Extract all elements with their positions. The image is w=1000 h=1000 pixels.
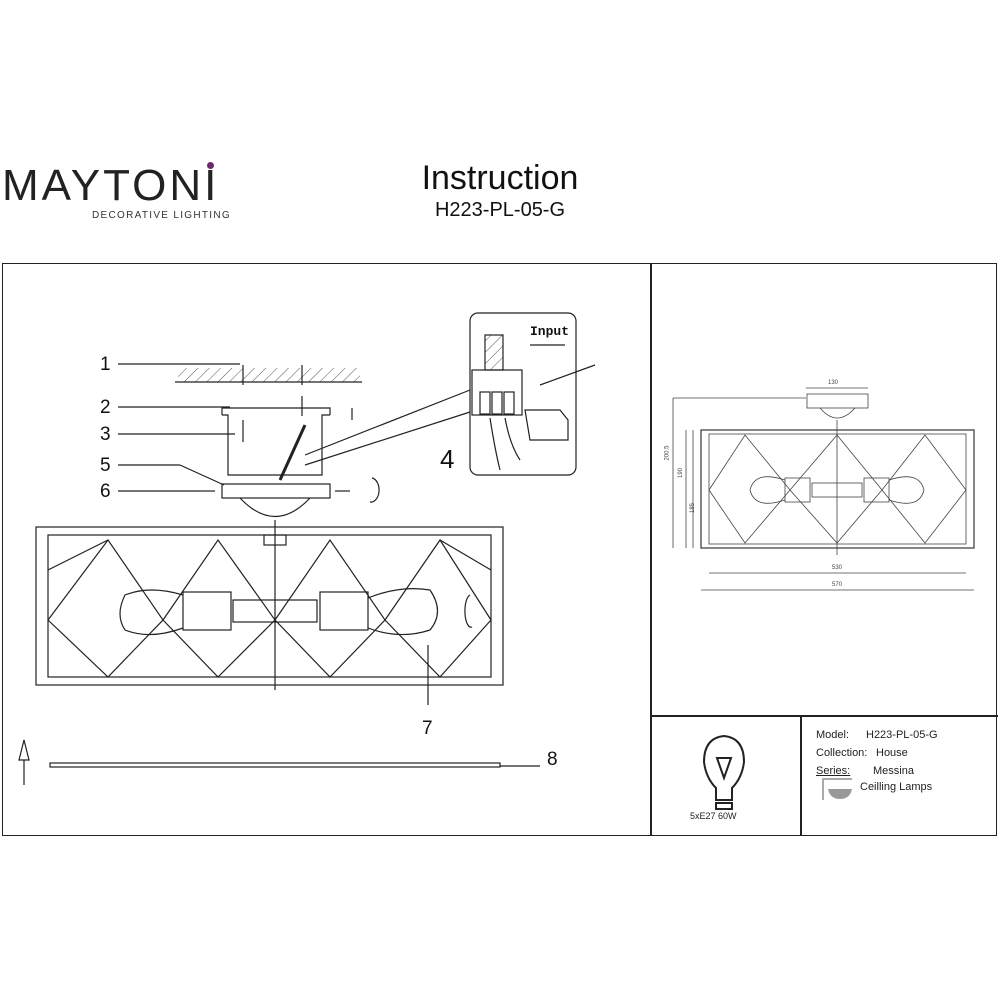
- bulb-spec: 5xE27 60W: [690, 811, 737, 821]
- model-code: H223-PL-05-G: [434, 199, 566, 221]
- callout-5: 5: [100, 455, 111, 476]
- screws: [200, 365, 350, 492]
- brand-tagline: DECORATIVE LIGHTING: [92, 210, 231, 221]
- model-value: H223-PL-05-G: [866, 729, 938, 741]
- wiring-detail: [469, 312, 596, 476]
- wiring-input-label: Input: [530, 324, 570, 339]
- callout-3: 3: [100, 424, 111, 445]
- lamp-type-value: Ceilling Lamps: [860, 781, 933, 793]
- model-label: Model:: [816, 729, 850, 741]
- logo-dot: [207, 162, 214, 169]
- callout-7: 7: [422, 718, 433, 739]
- callout-6: 6: [100, 481, 111, 502]
- dim-shade-width-outer: 570: [832, 582, 843, 588]
- dim-shade-width-inner: 530: [832, 565, 843, 571]
- brand-logo: MAYTONI: [2, 161, 220, 210]
- callout-4: 4: [440, 444, 455, 474]
- divider: [800, 715, 802, 836]
- dim-canopy-width: 130: [828, 380, 839, 386]
- callout-8: 8: [547, 749, 558, 770]
- mounting-bracket: [221, 407, 380, 518]
- series-value: Messina: [873, 765, 914, 777]
- collection-label: Collection:: [816, 747, 868, 759]
- document-frame: [2, 263, 997, 836]
- divider: [650, 715, 998, 717]
- callout-2: 2: [100, 397, 111, 418]
- callout-1: 1: [100, 354, 111, 375]
- page-title: Instruction: [421, 159, 579, 197]
- divider: [650, 263, 652, 836]
- series-label: Series:: [816, 765, 851, 777]
- callout-leaders: [118, 363, 540, 767]
- ceiling: [175, 368, 362, 383]
- collection-value: House: [876, 747, 908, 759]
- lamp-shade: [35, 520, 504, 690]
- rod: [18, 739, 501, 785]
